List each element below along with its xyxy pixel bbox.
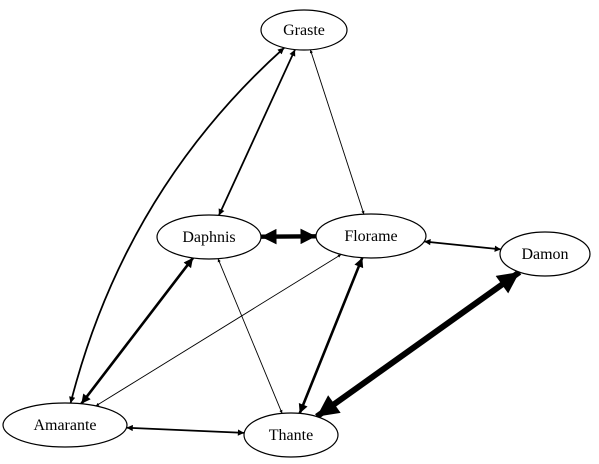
edges [69, 47, 522, 436]
node-label: Daphnis [182, 229, 235, 246]
node-ellipse [315, 213, 427, 259]
node-label: Damon [521, 246, 568, 263]
node-daphnis: Daphnis [156, 214, 262, 260]
edge-amarante-thante [126, 424, 245, 436]
edge-daphnis-amarante [80, 257, 195, 405]
node-florame: Florame [315, 213, 427, 259]
node-ellipse [156, 214, 262, 260]
edge-graste-daphnis [218, 49, 296, 216]
node-ellipse [499, 231, 591, 277]
node-label: Amarante [33, 417, 96, 434]
node-damon: Damon [499, 231, 591, 277]
edge-graste-florame [309, 49, 365, 215]
node-thante: Thante [243, 412, 339, 458]
node-label: Thante [269, 427, 313, 444]
node-label: Florame [344, 228, 397, 245]
node-ellipse [260, 9, 348, 51]
node-ellipse [2, 402, 128, 448]
edge-florame-damon [424, 239, 502, 252]
node-amarante: Amarante [2, 402, 128, 448]
edge-daphnis-thante [217, 258, 283, 414]
node-graste: Graste [260, 9, 348, 51]
edge-damon-thante [315, 269, 522, 420]
node-ellipse [243, 412, 339, 458]
node-label: Graste [283, 22, 325, 39]
edge-florame-amarante [95, 254, 342, 407]
